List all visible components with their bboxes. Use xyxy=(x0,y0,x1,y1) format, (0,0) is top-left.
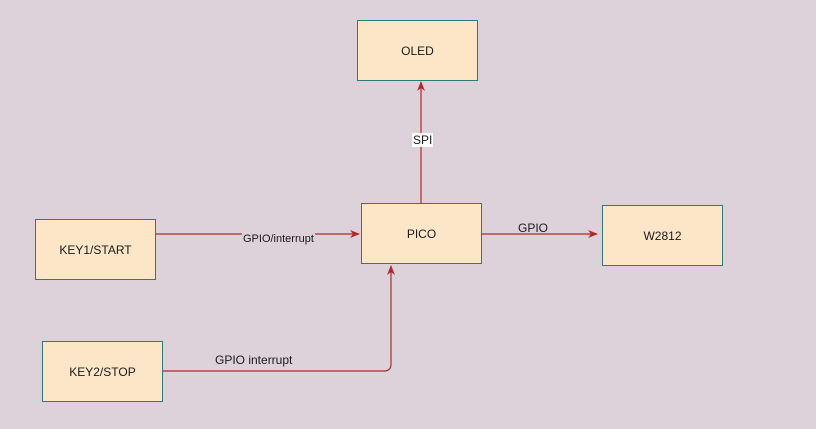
pico-node[interactable]: PICO xyxy=(361,203,482,264)
w2812-label: W2812 xyxy=(643,228,682,243)
oled-node[interactable]: OLED xyxy=(357,20,478,81)
edge-key2-pico xyxy=(163,265,395,372)
gpio-interrupt-key2-edge-label: GPIO interrupt xyxy=(215,353,293,367)
key1-start-node[interactable]: KEY1/START xyxy=(35,219,156,280)
w2812-node[interactable]: W2812 xyxy=(602,205,723,266)
gpio-w2812-edge-label: GPIO xyxy=(518,221,549,235)
spi-edge-label: SPI xyxy=(412,133,434,147)
key1-start-label: KEY1/START xyxy=(59,242,132,257)
oled-label: OLED xyxy=(401,43,434,58)
key2-stop-node[interactable]: KEY2/STOP xyxy=(42,341,163,402)
key2-stop-label: KEY2/STOP xyxy=(69,364,136,379)
pico-label: PICO xyxy=(406,226,437,241)
gpio-interrupt-key1-edge-label: GPIO/interrupt xyxy=(242,232,315,246)
